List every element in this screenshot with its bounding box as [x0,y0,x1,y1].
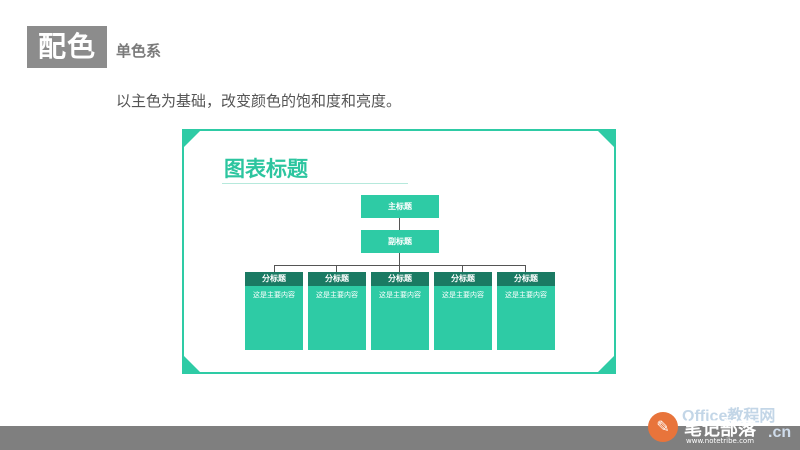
watermark-brand-light: Office教程网 [682,408,776,425]
child-node-heading: 分标题 [497,272,555,286]
child-node-body: 这是主要内容 [253,291,295,299]
child-node-3: 分标题 这是主要内容 [371,272,429,350]
corner-decoration-bottom-left [184,356,200,372]
connector-child-4 [462,265,463,272]
child-node-heading: 分标题 [371,272,429,286]
connector-child-3 [399,265,400,272]
bottom-bar [0,426,800,450]
watermark-suffix: .cn [768,424,792,441]
section-tag: 配色 [27,26,107,68]
corner-decoration-top-left [184,131,200,147]
connector-child-2 [336,265,337,272]
child-node-5: 分标题 这是主要内容 [497,272,555,350]
child-node-heading: 分标题 [308,272,366,286]
connector-child-5 [525,265,526,272]
corner-decoration-bottom-right [598,356,614,372]
sub-node: 副标题 [361,230,439,253]
connector-sub-to-bus [399,253,400,265]
child-node-4: 分标题 这是主要内容 [434,272,492,350]
child-node-2: 分标题 这是主要内容 [308,272,366,350]
main-node: 主标题 [361,195,439,218]
title-underline [222,183,408,184]
section-subtitle: 单色系 [116,42,162,60]
child-node-heading: 分标题 [245,272,303,286]
watermark-brand-main: 笔记部落 [684,419,756,440]
child-node-body: 这是主要内容 [316,291,358,299]
child-node-body: 这是主要内容 [505,291,547,299]
pencil-icon: ✎ [648,412,678,442]
diagram-title: 图表标题 [224,157,308,181]
connector-main-to-sub [399,218,400,230]
watermark-url: www.notetribe.com [686,437,755,445]
corner-decoration-top-right [598,131,614,147]
connector-child-1 [274,265,275,272]
child-node-heading: 分标题 [434,272,492,286]
child-node-body: 这是主要内容 [379,291,421,299]
section-description: 以主色为基础，改变颜色的饱和度和亮度。 [116,92,402,110]
child-node-1: 分标题 这是主要内容 [245,272,303,350]
child-node-body: 这是主要内容 [442,291,484,299]
